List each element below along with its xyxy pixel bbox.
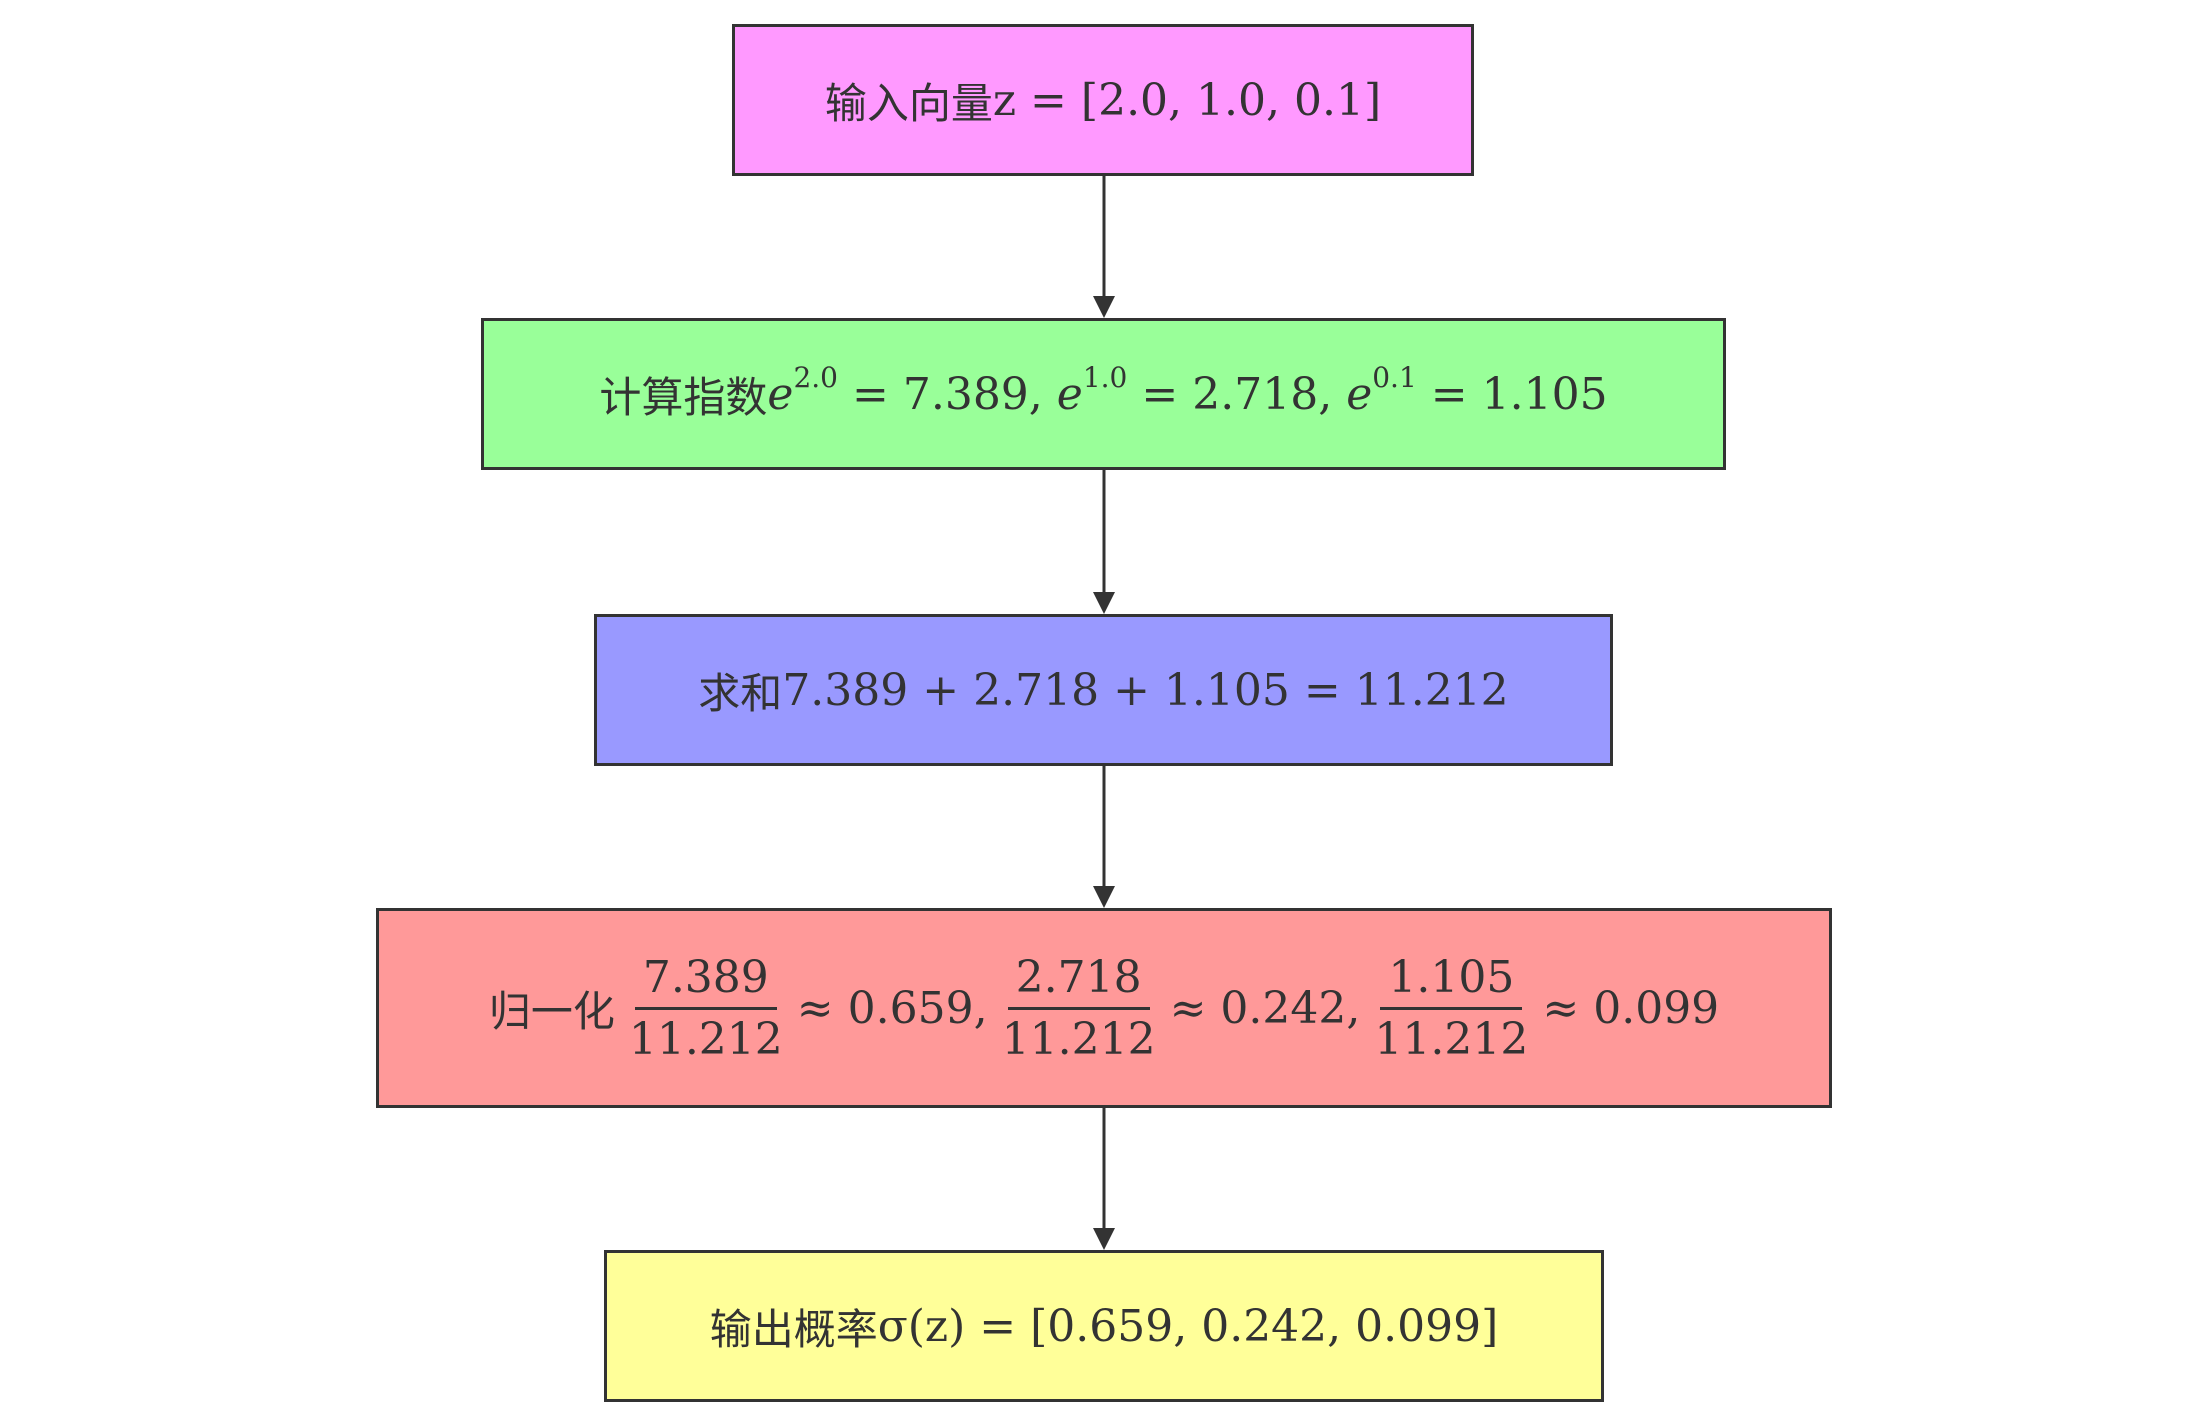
node-math: 7.389 + 2.718 + 1.105 = 11.212	[782, 664, 1509, 716]
arrowhead	[1093, 886, 1115, 908]
node-math: z = [2.0, 1.0, 0.1]	[992, 74, 1382, 126]
node-label: 输入向量	[824, 78, 993, 128]
node-label: 求和	[698, 668, 783, 718]
node-input: 输入向量 z = [2.0, 1.0, 0.1]	[732, 24, 1474, 176]
node-label: 计算指数	[599, 372, 768, 422]
approx-value: ≈ 0.099	[1542, 982, 1720, 1034]
node-exp: 计算指数 e2.0 = 7.389, e1.0 = 2.718, e0.1 = …	[481, 318, 1726, 470]
node-math: σ(z) = [0.659, 0.242, 0.099]	[877, 1300, 1499, 1352]
node-label: 输出概率	[709, 1304, 878, 1354]
node-sum: 求和 7.389 + 2.718 + 1.105 = 11.212	[594, 614, 1613, 766]
approx-value: ≈ 0.659,	[796, 982, 988, 1034]
arrowhead	[1093, 592, 1115, 614]
exp-term: e1.0 = 2.718,	[1056, 360, 1333, 420]
arrowhead	[1093, 296, 1115, 318]
approx-value: ≈ 0.242,	[1169, 982, 1361, 1034]
node-label: 归一化	[488, 986, 615, 1036]
exp-term: e0.1 = 1.105	[1346, 360, 1608, 420]
arrowhead	[1093, 1228, 1115, 1250]
node-output: 输出概率 σ(z) = [0.659, 0.242, 0.099]	[604, 1250, 1604, 1402]
exp-term: e2.0 = 7.389,	[767, 360, 1043, 420]
